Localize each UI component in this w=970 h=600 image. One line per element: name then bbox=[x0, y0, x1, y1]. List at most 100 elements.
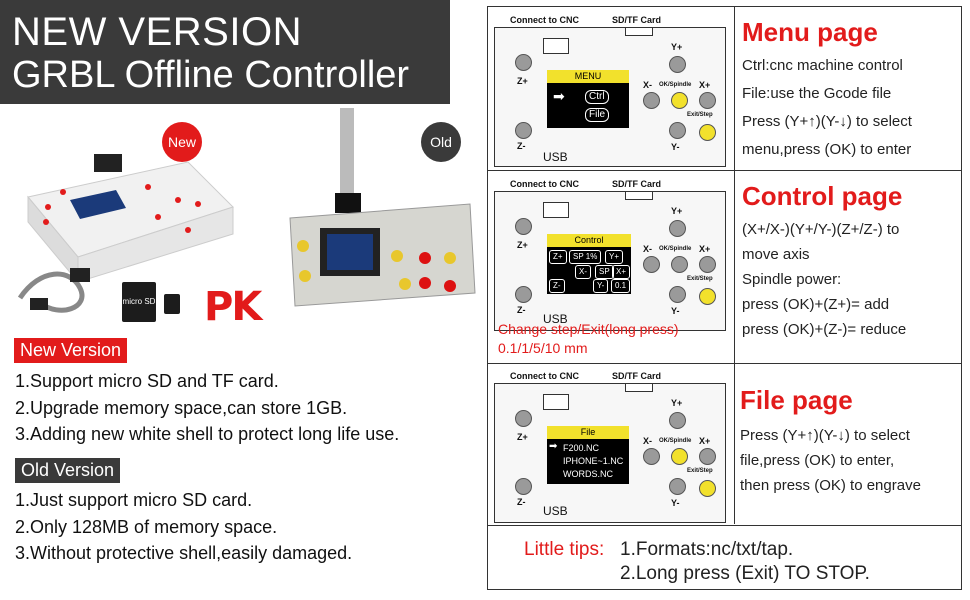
zminus-label: Z- bbox=[517, 141, 526, 151]
old-version-item: 2.Only 128MB of memory space. bbox=[15, 517, 278, 537]
file-item: WORDS.NC bbox=[563, 469, 613, 479]
arrow-icon: ➡ bbox=[553, 88, 565, 104]
zminus-label: Z- bbox=[517, 497, 526, 507]
control-page-line: (X+/X-)(Y+/Y-)(Z+/Z-) to bbox=[742, 221, 900, 238]
old-version-item: 3.Without protective shell,easily damage… bbox=[15, 543, 353, 563]
zminus-label: Z- bbox=[517, 305, 526, 315]
zplus-button bbox=[515, 54, 532, 71]
old-version-item: 1.Just support micro SD card. bbox=[15, 490, 253, 510]
header-line1: NEW VERSION bbox=[12, 10, 302, 54]
new-version-item: 3.Adding new white shell to protect long… bbox=[15, 424, 400, 444]
pk-label: PK bbox=[204, 284, 262, 330]
header-banner: NEW VERSION GRBL Offline Controller bbox=[0, 0, 450, 104]
menu-page-line: File:use the Gcode file bbox=[742, 85, 892, 102]
xminus-button bbox=[643, 448, 660, 465]
menu-diagram: Z+ Z- USB MENU ➡ Ctrl File Y+ X- X+ OK/S… bbox=[494, 27, 726, 167]
exit-button bbox=[699, 124, 716, 141]
arrow-icon: ➡ bbox=[549, 441, 558, 452]
file-diagram: Z+ Z- USB File ➡ F200.NC IPHONE~1.NC WOR… bbox=[494, 383, 726, 523]
tips-label: Little tips: bbox=[524, 539, 605, 560]
control-cell: Z+ bbox=[549, 250, 567, 264]
zplus-label: Z+ bbox=[517, 76, 528, 86]
product-photo: New Old micro SD PK bbox=[0, 108, 480, 333]
sd-card-image: micro SD bbox=[122, 282, 180, 322]
xplus-button bbox=[699, 92, 716, 109]
new-controller-image bbox=[27, 154, 234, 284]
control-note1: Change step/Exit(long press) bbox=[498, 321, 679, 337]
file-item: IPHONE~1.NC bbox=[563, 456, 624, 466]
control-page-line: press (OK)+(Z+)= add bbox=[742, 296, 890, 313]
file-screen-title: File bbox=[547, 426, 629, 439]
yminus-label: Y- bbox=[671, 142, 680, 152]
zplus-label: Z+ bbox=[517, 432, 528, 442]
file-page-line: then press (OK) to engrave bbox=[740, 477, 921, 494]
control-page-line: Spindle power: bbox=[742, 271, 842, 288]
usb-label: USB bbox=[543, 504, 568, 518]
control-page-line: press (OK)+(Z-)= reduce bbox=[742, 321, 907, 338]
svg-text:micro SD: micro SD bbox=[123, 297, 156, 306]
xplus-label: X+ bbox=[699, 244, 711, 254]
file-page-title: File page bbox=[740, 385, 853, 415]
control-note2: 0.1/1/5/10 mm bbox=[498, 340, 588, 356]
sdtf-label: SD/TF Card bbox=[612, 371, 662, 381]
control-cell: Y- bbox=[593, 279, 609, 293]
ok-label: OK/Spindle bbox=[659, 438, 692, 444]
control-cell: 0.1 bbox=[611, 279, 631, 293]
pages-table: Connect to CNC SD/TF Card Z+ Z- USB MENU… bbox=[487, 6, 962, 590]
menu-item-file: File bbox=[585, 108, 610, 122]
cable-image bbox=[17, 268, 90, 313]
header-title: GRBL Offline Controller bbox=[12, 54, 410, 96]
zminus-button bbox=[515, 478, 532, 495]
control-page-line: move axis bbox=[742, 246, 810, 263]
ok-button bbox=[671, 256, 688, 273]
ok-button bbox=[671, 448, 688, 465]
menu-item-ctrl: Ctrl bbox=[585, 90, 609, 104]
yplus-button bbox=[669, 220, 686, 237]
old-version-label: Old Version bbox=[15, 458, 121, 483]
menu-screen: MENU ➡ Ctrl File bbox=[547, 70, 629, 128]
menu-page-line: Press (Y+↑)(Y-↓) to select bbox=[742, 113, 912, 130]
yminus-label: Y- bbox=[671, 306, 680, 316]
new-version-item: 1.Support micro SD and TF card. bbox=[15, 371, 279, 391]
ok-button bbox=[671, 92, 688, 109]
yminus-button bbox=[669, 286, 686, 303]
ok-label: OK/Spindle bbox=[659, 82, 692, 88]
zplus-button bbox=[515, 410, 532, 427]
yplus-label: Y+ bbox=[671, 42, 683, 52]
zminus-button bbox=[515, 122, 532, 139]
control-cell: SP 1% bbox=[569, 250, 602, 264]
xminus-label: X- bbox=[643, 80, 652, 90]
menu-screen-title: MENU bbox=[547, 70, 629, 83]
zplus-button bbox=[515, 218, 532, 235]
menu-page-line: Ctrl:cnc machine control bbox=[742, 57, 903, 74]
yplus-label: Y+ bbox=[671, 206, 683, 216]
control-cell: SP bbox=[595, 265, 614, 279]
tips-line2: 2.Long press (Exit) TO STOP. bbox=[620, 563, 870, 584]
control-page-title: Control page bbox=[742, 181, 903, 211]
usb-label: USB bbox=[543, 312, 568, 326]
control-cell: X- bbox=[575, 265, 591, 279]
zplus-label: Z+ bbox=[517, 240, 528, 250]
xminus-button bbox=[643, 256, 660, 273]
control-screen: Control Z+ SP 1% Y+ X- SP X+ Z- Y- 0.1 bbox=[547, 234, 631, 294]
file-page-line: file,press (OK) to enter, bbox=[740, 452, 895, 469]
old-badge: Old bbox=[421, 122, 461, 162]
exit-label: Exit/Step bbox=[687, 468, 713, 474]
file-page-line: Press (Y+↑)(Y-↓) to select bbox=[740, 427, 910, 444]
exit-label: Exit/Step bbox=[687, 112, 713, 118]
xminus-label: X- bbox=[643, 244, 652, 254]
connect-label: Connect to CNC bbox=[510, 371, 579, 381]
xplus-button bbox=[699, 256, 716, 273]
xplus-label: X+ bbox=[699, 80, 711, 90]
yplus-label: Y+ bbox=[671, 398, 683, 408]
menu-page-title: Menu page bbox=[742, 17, 878, 47]
usb-label: USB bbox=[543, 150, 568, 164]
yminus-button bbox=[669, 122, 686, 139]
old-controller-image bbox=[289, 108, 476, 307]
control-cell: Z- bbox=[549, 279, 565, 293]
yminus-button bbox=[669, 478, 686, 495]
connect-label: Connect to CNC bbox=[510, 179, 579, 189]
control-cell: X+ bbox=[612, 265, 631, 279]
file-screen: File ➡ F200.NC IPHONE~1.NC WORDS.NC bbox=[547, 426, 629, 484]
control-cell: Y+ bbox=[605, 250, 624, 264]
